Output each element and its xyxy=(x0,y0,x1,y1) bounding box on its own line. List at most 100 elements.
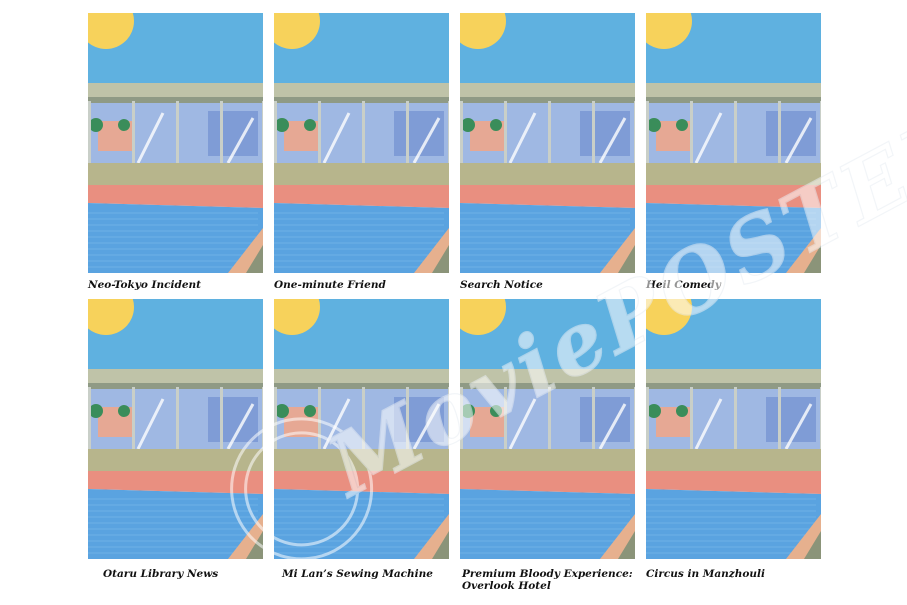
pool-scene-image xyxy=(88,299,263,559)
window-frame xyxy=(132,387,135,451)
plant xyxy=(89,118,103,132)
plant xyxy=(647,118,661,132)
plant xyxy=(490,405,502,417)
roof-edge xyxy=(274,383,449,389)
window-frame xyxy=(504,101,507,165)
window-frame xyxy=(548,101,551,165)
window-frame xyxy=(820,101,821,165)
brick-ledge xyxy=(274,449,449,471)
roof-edge xyxy=(274,97,449,103)
sun xyxy=(646,299,692,335)
pool-deck xyxy=(460,471,635,494)
window-frame xyxy=(362,387,365,451)
panel-3-caption: Search Notice xyxy=(460,279,543,291)
interior-building xyxy=(394,397,444,442)
panel-4-illustration xyxy=(646,13,821,273)
roof xyxy=(460,369,635,383)
pool-deck xyxy=(274,185,449,208)
window-frame xyxy=(820,387,821,451)
sun xyxy=(88,13,134,49)
pool-scene-image xyxy=(274,13,449,273)
roof-edge xyxy=(460,97,635,103)
glare xyxy=(598,403,627,450)
pool-scene-image xyxy=(460,13,635,273)
panel-5-illustration xyxy=(88,299,263,559)
sun xyxy=(88,299,134,335)
glare xyxy=(598,117,627,164)
interior-building xyxy=(580,111,630,156)
pool-scene-image xyxy=(460,299,635,559)
interior-building xyxy=(208,111,258,156)
plant xyxy=(89,404,103,418)
window-frame xyxy=(778,387,781,451)
deck-shadow xyxy=(246,245,263,273)
plant xyxy=(676,119,688,131)
interior-building xyxy=(766,111,816,156)
sun xyxy=(274,13,320,49)
glare xyxy=(322,112,351,164)
window-frame xyxy=(88,387,91,451)
window-frame xyxy=(634,101,635,165)
panel-2-illustration xyxy=(274,13,449,273)
brick-ledge xyxy=(460,163,635,185)
roof-edge xyxy=(460,383,635,389)
window-frame xyxy=(646,101,649,165)
plant xyxy=(676,405,688,417)
panel-2-caption: One-minute Friend xyxy=(274,279,386,291)
roof xyxy=(460,83,635,97)
window-frame xyxy=(460,387,463,451)
plant xyxy=(490,119,502,131)
roof-edge xyxy=(646,383,821,389)
pool-deck xyxy=(88,185,263,208)
window-frame xyxy=(592,101,595,165)
brick-ledge xyxy=(646,449,821,471)
deck-shadow xyxy=(432,245,449,273)
roof-edge xyxy=(88,97,263,103)
window-frame xyxy=(734,101,737,165)
glare xyxy=(508,398,537,450)
roof xyxy=(274,369,449,383)
window-frame xyxy=(778,101,781,165)
window-frame xyxy=(548,387,551,451)
deck-shadow xyxy=(804,245,821,273)
plant xyxy=(118,119,130,131)
plant xyxy=(118,405,130,417)
panel-8-illustration xyxy=(646,299,821,559)
panel-6-illustration xyxy=(274,299,449,559)
window-frame xyxy=(220,101,223,165)
window-frame xyxy=(176,387,179,451)
plant xyxy=(275,404,289,418)
panel-5-caption: Otaru Library News xyxy=(103,568,219,580)
window-frame xyxy=(406,387,409,451)
panel-6-caption: Mi Lan’s Sewing Machine xyxy=(282,568,433,580)
window-frame xyxy=(132,101,135,165)
plant xyxy=(304,119,316,131)
brick-ledge xyxy=(646,163,821,185)
plant xyxy=(461,118,475,132)
roof xyxy=(274,83,449,97)
deck-shadow xyxy=(804,531,821,559)
window-frame xyxy=(262,387,263,451)
window-frame xyxy=(646,387,649,451)
window-frame xyxy=(734,387,737,451)
panel-3-illustration xyxy=(460,13,635,273)
interior-building xyxy=(208,397,258,442)
brick-ledge xyxy=(274,163,449,185)
window-frame xyxy=(592,387,595,451)
roof-edge xyxy=(646,97,821,103)
pool-scene-image xyxy=(274,299,449,559)
glare xyxy=(136,112,165,164)
interior-building xyxy=(766,397,816,442)
interior-building xyxy=(394,111,444,156)
window-frame xyxy=(690,101,693,165)
window-frame xyxy=(362,101,365,165)
glare xyxy=(136,398,165,450)
panel-1-caption: Neo-Tokyo Incident xyxy=(88,279,201,291)
brick-ledge xyxy=(88,163,263,185)
panel-1-illustration xyxy=(88,13,263,273)
pool-deck xyxy=(88,471,263,494)
plant xyxy=(304,405,316,417)
window-frame xyxy=(448,101,449,165)
window-frame xyxy=(690,387,693,451)
panel-4-caption: Heil Comedy xyxy=(646,279,721,291)
